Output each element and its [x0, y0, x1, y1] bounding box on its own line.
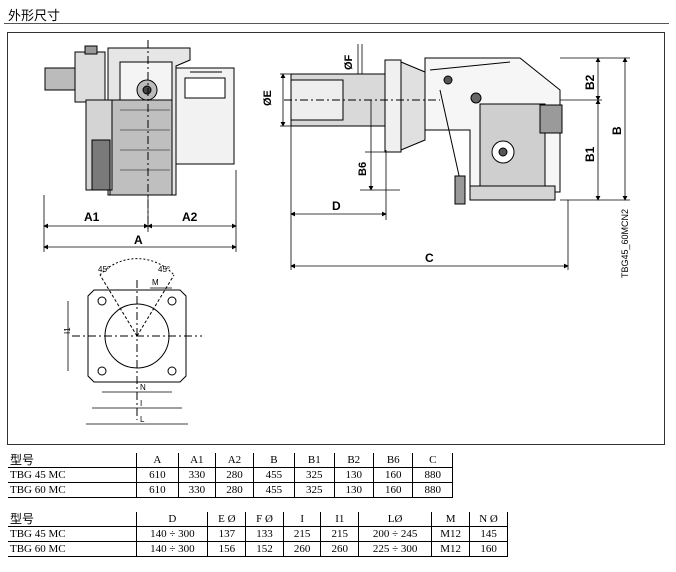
table-header-cell: A2: [215, 453, 254, 468]
table-cell: 260: [282, 541, 322, 557]
dim-label-l: L: [140, 415, 145, 424]
table-cell: 130: [333, 482, 375, 498]
table-cell: 260: [320, 541, 360, 557]
table-cell: TBG 60 MC: [8, 541, 138, 557]
table-header-row: 型号 D E Ø F Ø I I1 LØ M N Ø: [8, 512, 508, 527]
table-cell: 130: [333, 467, 375, 483]
table-header-cell: C: [412, 453, 453, 468]
table-cell: 225 ÷ 300: [358, 541, 433, 557]
table-header-cell: A1: [177, 453, 217, 468]
dim-label-a: A: [134, 233, 143, 247]
table-cell: 137: [207, 526, 247, 542]
table-cell: 280: [215, 467, 254, 483]
dim-label-b1: B1: [583, 146, 597, 162]
table-cell: 280: [215, 482, 254, 498]
table-cell: 156: [207, 541, 247, 557]
table-cell: 610: [136, 467, 179, 483]
table-row: TBG 45 MC 610 330 280 455 325 130 160 88…: [8, 467, 453, 483]
table-cell: 140 ÷ 300: [136, 541, 209, 557]
table-cell: 880: [412, 467, 453, 483]
table-cell: 145: [469, 526, 508, 542]
table-cell: 330: [177, 467, 217, 483]
technical-drawing: A1 A2 A: [43, 40, 630, 425]
dimension-table-1: 型号 A A1 A2 B B1 B2 B6 C TBG 45 MC 610 33…: [8, 453, 453, 498]
drawing-frame: [7, 32, 665, 445]
table-row: TBG 60 MC 610 330 280 455 325 130 160 88…: [8, 482, 453, 498]
table-cell: 215: [320, 526, 360, 542]
front-view: [44, 40, 235, 230]
table-cell: 325: [294, 467, 335, 483]
table-cell: 215: [282, 526, 322, 542]
dim-label-d: D: [332, 199, 341, 213]
table-cell: M12: [431, 526, 471, 542]
table-cell: 330: [177, 482, 217, 498]
table-header-cell: I1: [320, 512, 360, 527]
table-cell: TBG 45 MC: [8, 467, 138, 483]
table-cell: TBG 60 MC: [8, 482, 138, 498]
table-header-cell: M: [431, 512, 471, 527]
title-divider: [4, 23, 669, 24]
drawing-code: TBG45_60MCN2: [620, 209, 630, 278]
table-header-cell: F Ø: [245, 512, 284, 527]
table-cell: TBG 45 MC: [8, 526, 138, 542]
table-cell: 455: [252, 467, 296, 483]
table-cell: 610: [136, 482, 179, 498]
table-header-cell: B2: [333, 453, 375, 468]
table-cell: 133: [245, 526, 284, 542]
dim-label-e: ØE: [262, 90, 274, 106]
table-header-cell: B: [252, 453, 296, 468]
table-cell: 160: [372, 467, 414, 483]
dim-label-a1: A1: [84, 210, 100, 224]
table-cell: 200 ÷ 245: [358, 526, 433, 542]
table-cell: 325: [294, 482, 335, 498]
angle-label-right: 45°: [158, 265, 170, 274]
table-row: TBG 45 MC 140 ÷ 300 137 133 215 215 200 …: [8, 526, 508, 542]
table-header-cell: E Ø: [207, 512, 247, 527]
table-cell: 455: [252, 482, 296, 498]
table-cell: M12: [431, 541, 471, 557]
table-cell: 140 ÷ 300: [136, 526, 209, 542]
dim-label-f: ØF: [343, 54, 355, 70]
page-title: 外形尺寸: [8, 8, 61, 23]
table-header-cell: N Ø: [469, 512, 508, 527]
table-header-cell: 型号: [8, 512, 138, 527]
table-header-cell: 型号: [8, 453, 138, 468]
table-header-cell: LØ: [358, 512, 433, 527]
table-header-cell: B1: [294, 453, 335, 468]
table-cell: 160: [372, 482, 414, 498]
dim-label-i1: I1: [63, 327, 72, 334]
dim-label-b: B: [610, 126, 624, 135]
table-header-cell: B6: [372, 453, 414, 468]
dim-label-a2: A2: [182, 210, 198, 224]
table-header-cell: A: [136, 453, 179, 468]
table-header-cell: I: [282, 512, 322, 527]
table-row: TBG 60 MC 140 ÷ 300 156 152 260 260 225 …: [8, 541, 508, 557]
dim-label-b6: B6: [357, 162, 369, 176]
dim-label-m: M: [152, 278, 159, 287]
table-header-row: 型号 A A1 A2 B B1 B2 B6 C: [8, 453, 453, 468]
table-cell: 160: [469, 541, 508, 557]
flange-view: [72, 258, 202, 420]
table-cell: 152: [245, 541, 284, 557]
dim-label-n: N: [140, 383, 146, 392]
dim-label-b2: B2: [583, 74, 597, 90]
dimension-table-2: 型号 D E Ø F Ø I I1 LØ M N Ø TBG 45 MC 140…: [8, 512, 508, 557]
dim-label-c: C: [425, 251, 434, 265]
table-header-cell: D: [136, 512, 209, 527]
dim-label-i: I: [140, 399, 142, 408]
side-view: [284, 57, 563, 205]
table-cell: 880: [412, 482, 453, 498]
angle-label-left: 45°: [98, 265, 110, 274]
